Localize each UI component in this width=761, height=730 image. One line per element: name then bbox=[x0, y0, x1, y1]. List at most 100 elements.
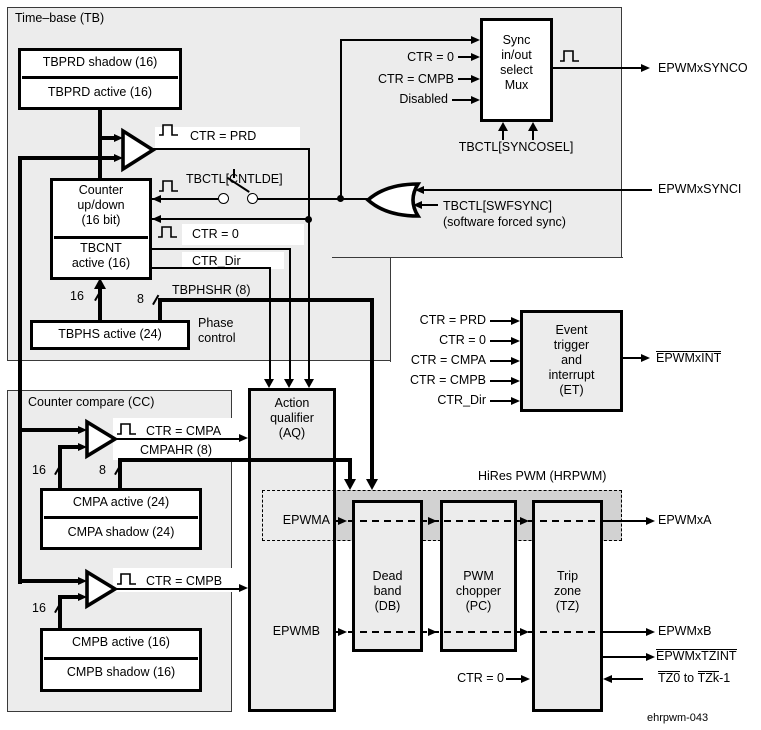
cmpahr-bus bbox=[118, 460, 122, 490]
tbprd-comparator-icon bbox=[121, 127, 157, 173]
cmpa-comparator-icon bbox=[85, 418, 119, 460]
tzint-line bbox=[603, 656, 647, 658]
bus-line bbox=[18, 156, 22, 584]
pulse-icon bbox=[159, 124, 178, 136]
bus-line bbox=[20, 428, 78, 432]
cmpa-shadow-label: CMPA shadow (24) bbox=[67, 525, 175, 539]
junction-dot bbox=[337, 195, 344, 202]
cc-bus16b-label: 16 bbox=[32, 601, 46, 615]
arrowhead bbox=[471, 53, 480, 61]
tbprd-active-label: TBPRD active (16) bbox=[47, 85, 153, 99]
et-in-cmpb-label: CTR = CMPB bbox=[409, 373, 486, 387]
ctr-dir-line bbox=[152, 267, 270, 269]
epwma-out-line bbox=[603, 520, 647, 522]
epwmb-out-line bbox=[603, 631, 647, 633]
arrowhead bbox=[511, 317, 520, 325]
arrowhead bbox=[78, 426, 87, 434]
switch-contact-icon bbox=[218, 193, 229, 204]
epwmxb-label: EPWMxB bbox=[658, 624, 712, 638]
or-to-switch-line bbox=[258, 198, 368, 200]
tbprd-box bbox=[18, 48, 182, 110]
sync-feedback-line bbox=[340, 39, 471, 41]
sync-load-line bbox=[152, 218, 309, 220]
sync-or-gate-icon bbox=[365, 182, 422, 218]
cmpb-divider bbox=[44, 657, 198, 660]
hrpwm-label: HiRes PWM (HRPWM) bbox=[478, 469, 607, 483]
tz-ctr0-label: CTR = 0 bbox=[457, 671, 504, 685]
pulse-icon bbox=[159, 180, 178, 192]
ctr-cmpa-label: CTR = CMPA bbox=[146, 424, 222, 438]
arrowhead bbox=[304, 379, 314, 388]
syncosel-stub bbox=[532, 124, 534, 140]
et-in-cmpa-label: CTR = CMPA bbox=[410, 353, 486, 367]
tz-ctr0-stub bbox=[506, 678, 522, 680]
epwmb-label: EPWMB bbox=[272, 624, 320, 638]
arrowhead bbox=[521, 675, 530, 683]
arrowhead bbox=[415, 186, 424, 194]
label-bg bbox=[182, 224, 304, 245]
syncosel-stub bbox=[502, 124, 504, 140]
arrowhead bbox=[78, 443, 87, 451]
epwmxint-label: EPWMxINT bbox=[656, 351, 722, 365]
event-trigger-block bbox=[520, 310, 623, 412]
arrowhead bbox=[239, 584, 248, 592]
action-qualifier-block bbox=[248, 388, 336, 712]
bus-line bbox=[20, 156, 114, 160]
arrowhead bbox=[646, 628, 655, 636]
sync-mux-block bbox=[480, 18, 553, 122]
arrowhead bbox=[114, 154, 123, 162]
tbphs-label: TBPHS active (24) bbox=[58, 327, 162, 341]
arrowhead bbox=[78, 593, 87, 601]
switch-lever-tick-icon bbox=[233, 169, 235, 178]
bus-line bbox=[58, 445, 62, 490]
et-in-zero-label: CTR = 0 bbox=[439, 333, 486, 347]
arrowhead bbox=[471, 36, 480, 44]
cmpa-divider bbox=[44, 516, 198, 519]
swfsync-stub bbox=[422, 204, 438, 206]
arrowhead bbox=[94, 278, 106, 289]
tbctl-cntlde-label: TBCTL[CNTLDE] bbox=[186, 172, 283, 186]
bus-line bbox=[98, 110, 102, 180]
synco-line bbox=[553, 67, 642, 69]
arrowhead bbox=[152, 195, 161, 203]
cmpb-comparator-icon bbox=[85, 568, 119, 610]
arrowhead bbox=[239, 434, 248, 442]
ctr-cmpa-line bbox=[115, 438, 240, 440]
pulse-icon bbox=[560, 50, 579, 62]
pulse-icon bbox=[117, 573, 136, 585]
arrowhead bbox=[520, 517, 529, 525]
epwma-path bbox=[336, 520, 603, 522]
ctr-prd-line bbox=[308, 148, 310, 380]
pulse-icon bbox=[158, 226, 177, 238]
ctr-prd-label: CTR = PRD bbox=[190, 129, 257, 143]
sync-feedback-line bbox=[340, 40, 342, 199]
arrowhead bbox=[471, 75, 480, 83]
arrowhead bbox=[114, 134, 123, 142]
cmpb-active-label: CMPB active (16) bbox=[72, 635, 170, 649]
et-input-stub bbox=[490, 400, 511, 402]
mux-in-disabled-label: Disabled bbox=[399, 92, 448, 106]
arrowhead bbox=[366, 479, 378, 490]
arrowhead bbox=[338, 517, 347, 525]
epwmb-path bbox=[336, 631, 603, 633]
ctr-cmpb-line bbox=[115, 588, 240, 590]
arrowhead bbox=[152, 215, 161, 223]
bus-line bbox=[58, 445, 80, 449]
arrowhead bbox=[338, 628, 347, 636]
switch-contact-icon bbox=[247, 193, 258, 204]
cmpb-box bbox=[40, 628, 202, 692]
epwma-label: EPWMA bbox=[282, 513, 330, 527]
cmpa-active-label: CMPA active (24) bbox=[72, 495, 170, 509]
arrowhead bbox=[641, 64, 650, 72]
arrowhead bbox=[498, 122, 508, 131]
ctr-zero-line bbox=[152, 248, 290, 250]
tbphshr-label: TBPHSHR (8) bbox=[172, 283, 251, 297]
arrowhead bbox=[413, 201, 422, 209]
tz-inputs-label: TZ0 to TZk-1 bbox=[658, 671, 731, 685]
synci-line bbox=[424, 189, 652, 191]
